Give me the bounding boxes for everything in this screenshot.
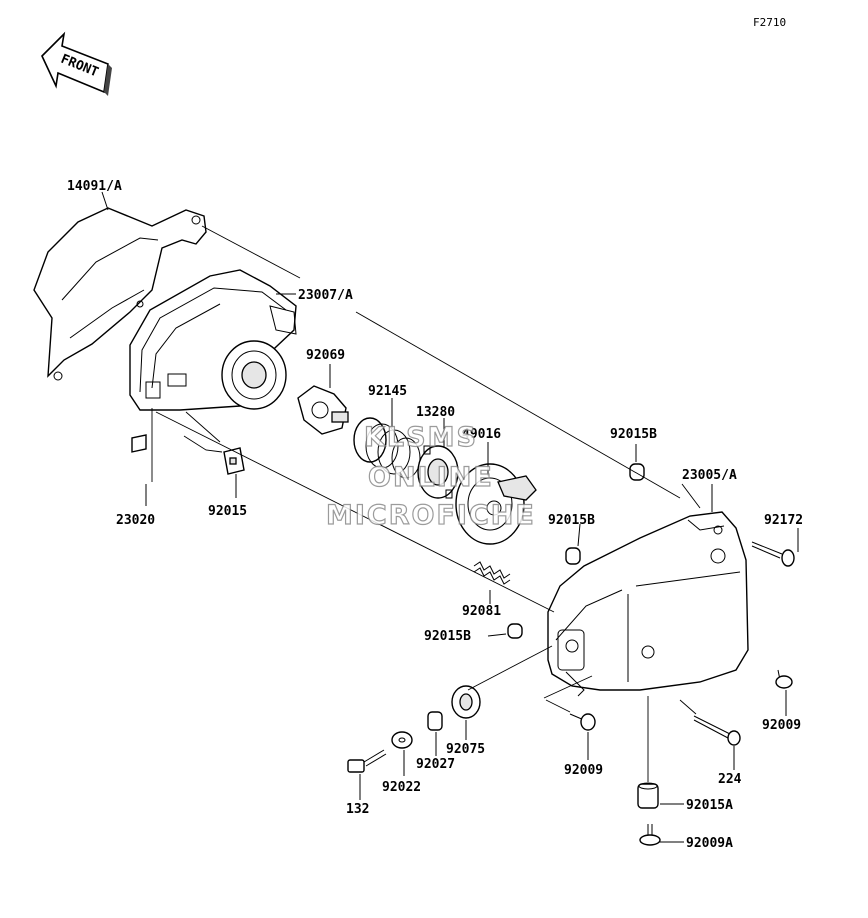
watermark-line-2: ONLINE bbox=[368, 462, 494, 493]
spring-92081 bbox=[473, 561, 511, 585]
label-92009-right: 92009 bbox=[762, 718, 801, 733]
collar-92015A bbox=[637, 782, 659, 809]
label-92172: 92172 bbox=[764, 513, 803, 528]
watermark-line-1: KLSMS bbox=[364, 422, 478, 453]
label-92081: 92081 bbox=[462, 604, 501, 619]
grommet-92075 bbox=[451, 685, 481, 719]
screw-92009A bbox=[639, 824, 661, 846]
screw-92009-low bbox=[569, 713, 596, 731]
screw-224 bbox=[693, 715, 741, 746]
collar-92015B-top bbox=[629, 463, 645, 481]
bulb-92069 bbox=[297, 385, 349, 435]
label-92009-low: 92009 bbox=[564, 763, 603, 778]
collar-92015B-mid bbox=[565, 547, 581, 565]
spring-92145 bbox=[353, 417, 421, 479]
assembly-lines bbox=[151, 225, 701, 782]
screw-92172 bbox=[751, 541, 795, 567]
collar-92015B-low bbox=[507, 623, 523, 639]
front-arrow-icon: FRONT bbox=[41, 31, 112, 96]
label-leaders bbox=[101, 191, 799, 843]
label-92075: 92075 bbox=[446, 742, 485, 757]
label-92015A: 92015A bbox=[686, 798, 733, 813]
label-49016: 49016 bbox=[462, 427, 501, 442]
socket-ring-13280 bbox=[417, 445, 459, 499]
watermark-line-3: MICROFICHE bbox=[326, 500, 536, 531]
label-23020: 23020 bbox=[116, 513, 155, 528]
label-92022: 92022 bbox=[382, 780, 421, 795]
label-13280: 13280 bbox=[416, 405, 455, 420]
label-23005A: 23005/A bbox=[682, 468, 737, 483]
washer-92022 bbox=[391, 731, 413, 749]
label-132: 132 bbox=[346, 802, 369, 817]
label-92069: 92069 bbox=[306, 348, 345, 363]
screw-92009-right bbox=[775, 669, 793, 689]
reflector-housing-23007A bbox=[129, 269, 297, 411]
label-92015: 92015 bbox=[208, 504, 247, 519]
figure-code: F2710 bbox=[753, 16, 786, 29]
headlight-cover-14091A bbox=[33, 207, 207, 381]
label-92145: 92145 bbox=[368, 384, 407, 399]
watermark: KLSMS ONLINE MICROFICHE bbox=[325, 421, 536, 531]
label-92009A: 92009A bbox=[686, 836, 733, 851]
label-23007A: 23007/A bbox=[298, 288, 353, 303]
label-92027: 92027 bbox=[416, 757, 455, 772]
nut-23020 bbox=[131, 434, 147, 453]
label-224: 224 bbox=[718, 772, 742, 787]
label-92015B-top: 92015B bbox=[610, 427, 657, 442]
housing-23005A bbox=[547, 511, 749, 697]
label-14091A: 14091/A bbox=[67, 179, 122, 194]
bolt-132 bbox=[347, 749, 387, 773]
adjuster-49016 bbox=[455, 463, 537, 545]
collar-92027 bbox=[427, 711, 443, 731]
label-92015B-low: 92015B bbox=[424, 629, 471, 644]
label-92015B-mid: 92015B bbox=[548, 513, 595, 528]
clip-92015 bbox=[223, 447, 245, 475]
